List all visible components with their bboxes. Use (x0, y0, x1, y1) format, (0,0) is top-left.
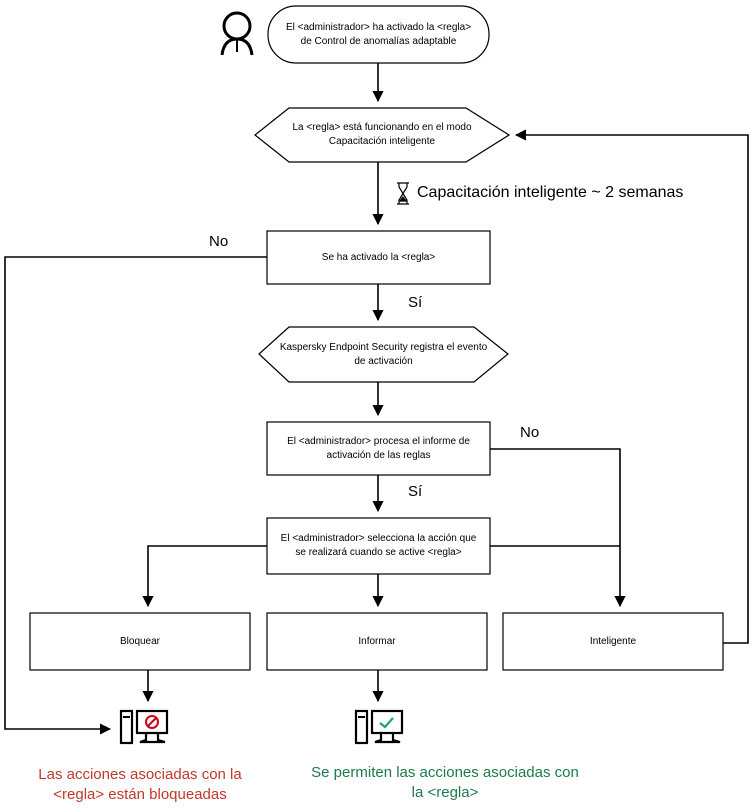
yes-label-triggered: Sí (408, 294, 423, 311)
edge-selects-to-smart (490, 545, 626, 608)
edge-processes-no-to-smart (490, 448, 621, 546)
edge-triggered-no-to-blocked (4, 256, 267, 735)
computer-allowed-icon (354, 709, 404, 745)
training-duration-label: Capacitación inteligente ~ 2 semanas (417, 184, 684, 201)
rule-triggered-node: Se ha activado la <regla> (267, 231, 490, 284)
smart-mode-node-shape (254, 107, 511, 163)
admin-selects-node-label: El <administrador> selecciona la acción … (280, 533, 477, 558)
admin-processes-node-label: El <administrador> procesa el informe de… (287, 435, 470, 461)
user-icon (220, 11, 254, 56)
block-node: Bloquear (30, 613, 250, 670)
connectors (4, 63, 749, 735)
smart-node-shape (502, 612, 724, 671)
blocked-outcome-text: Las acciones asociadas con la <regla> es… (38, 766, 242, 803)
kes-logs-node: Kaspersky Endpoint Security registra el … (262, 327, 505, 382)
smart-node-label: Inteligente (589, 635, 637, 647)
admin-processes-node: El <administrador> procesa el informe de… (267, 422, 490, 475)
edge-smart-loop-back (514, 129, 749, 644)
start-node-label: El <administrador> ha activado la <regla… (285, 21, 472, 47)
allowed-outcome-text: Se permiten las acciones asociadas con l… (311, 764, 579, 801)
block-node-shape (29, 612, 251, 671)
admin-selects-node: El <administrador> selecciona la acción … (267, 518, 490, 574)
smart-mode-node-label: La <regla> está funcionando en el modo C… (292, 122, 472, 147)
notify-node-label: Informar (358, 635, 396, 647)
rule-triggered-node-label: Se ha activado la <regla> (321, 251, 436, 263)
yes-label-processes: Sí (408, 483, 423, 500)
smart-node: Inteligente (503, 613, 723, 670)
edge-selects-to-block (142, 545, 267, 608)
kes-logs-node-shape (258, 326, 509, 383)
hourglass-icon (397, 182, 409, 205)
kes-logs-node-label: Kaspersky Endpoint Security registra el … (279, 341, 488, 367)
block-node-label: Bloquear (119, 635, 161, 647)
notify-node-shape (266, 612, 488, 671)
notify-node: Informar (267, 613, 487, 670)
computer-blocked-icon (119, 709, 169, 745)
smart-mode-node: La <regla> está funcionando en el modo C… (262, 108, 502, 162)
rule-triggered-node-shape (266, 230, 491, 285)
start-node: El <administrador> ha activado la <regla… (272, 6, 485, 63)
no-label-triggered: No (209, 233, 229, 250)
no-label-processes: No (520, 424, 540, 441)
